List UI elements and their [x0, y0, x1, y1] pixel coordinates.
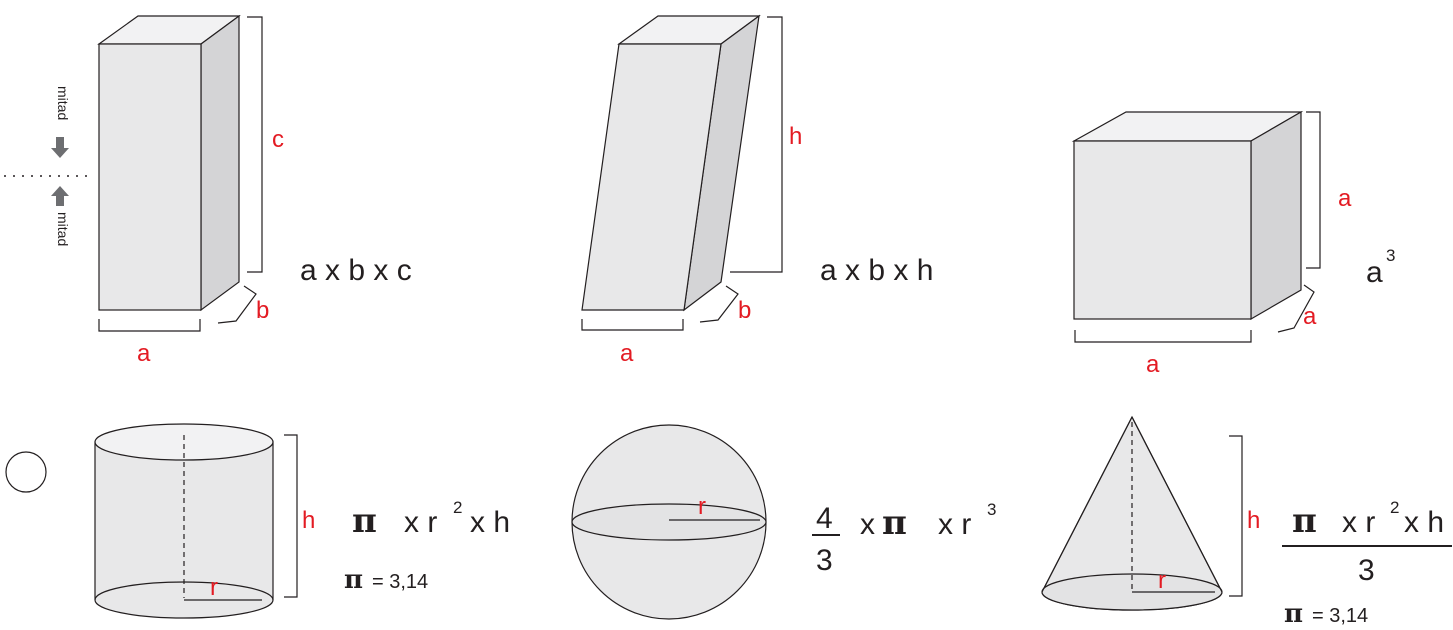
formula-sphere-numerator: 4	[816, 502, 833, 535]
formula-cone-part1: x r	[1342, 506, 1375, 539]
pi-value-symbol-1: π	[344, 565, 363, 595]
depth-bracket-b	[217, 285, 257, 324]
label-a-oblique: a	[620, 340, 634, 367]
label-b: b	[256, 297, 269, 324]
formula-cylinder-exponent: 2	[453, 498, 462, 517]
label-r-cylinder: r	[210, 574, 218, 601]
formula-cone-part2: x h	[1404, 506, 1444, 539]
mitad-label-top: mitad	[55, 86, 71, 120]
formula-cylinder-part1: x r	[404, 506, 437, 539]
pi-value-2: = 3,14	[1312, 605, 1368, 627]
cylinder	[94, 423, 274, 619]
width-bracket-a-cube	[1074, 330, 1252, 343]
label-a-cube-width: a	[1146, 351, 1160, 378]
arrow-down-icon	[51, 137, 69, 158]
formula-sphere-x: x	[860, 508, 875, 541]
formula-sphere-exponent: 3	[987, 500, 996, 519]
formula-cone-denominator: 3	[1358, 554, 1375, 587]
label-a-cube-depth: a	[1303, 303, 1317, 330]
height-bracket-h-cylinder	[284, 434, 298, 598]
pi-symbol-sphere: π	[882, 503, 907, 543]
label-c: c	[272, 126, 284, 153]
mitad-label-bottom: mitad	[55, 212, 71, 246]
pi-value-1: = 3,14	[372, 571, 428, 593]
formula-cube-base: a	[1366, 256, 1383, 289]
label-r-sphere: r	[698, 493, 706, 520]
sphere	[571, 424, 767, 620]
formula-oblique-prism: a x b x h	[820, 254, 933, 287]
formula-sphere-denominator: 3	[816, 544, 833, 577]
label-a-cube-height: a	[1338, 185, 1352, 212]
width-bracket-a-oblique	[581, 319, 684, 331]
label-a: a	[137, 340, 151, 367]
cube	[1071, 110, 1304, 321]
formula-cylinder-part2: x h	[470, 506, 510, 539]
formula-cone-exponent: 2	[1390, 498, 1399, 517]
label-h-cylinder: h	[302, 507, 315, 534]
formula-sphere-part: x r	[938, 508, 971, 541]
height-bracket-a-cube	[1306, 111, 1321, 269]
height-bracket-c	[247, 16, 263, 273]
label-h-cone: h	[1247, 507, 1260, 534]
label-r-cone: r	[1158, 567, 1166, 594]
pi-symbol-cylinder: π	[352, 501, 377, 541]
oblique-prism	[581, 14, 761, 312]
label-b-oblique: b	[738, 297, 751, 324]
pi-symbol-cone: π	[1292, 501, 1317, 541]
circle-outline	[5, 451, 47, 493]
rectangular-prism	[97, 14, 241, 312]
pi-value-symbol-2: π	[1284, 599, 1303, 629]
width-bracket-a	[98, 319, 201, 332]
depth-bracket-a-cube	[1277, 284, 1315, 333]
label-h-oblique: h	[789, 123, 802, 150]
arrow-up-icon	[51, 186, 69, 206]
formula-cube-exponent: 3	[1386, 246, 1395, 265]
height-bracket-h-cone	[1229, 435, 1243, 597]
depth-bracket-b-oblique	[699, 285, 739, 323]
formula-prism: a x b x c	[300, 254, 412, 287]
cone	[1041, 415, 1223, 611]
height-bracket-h-oblique	[730, 16, 783, 273]
